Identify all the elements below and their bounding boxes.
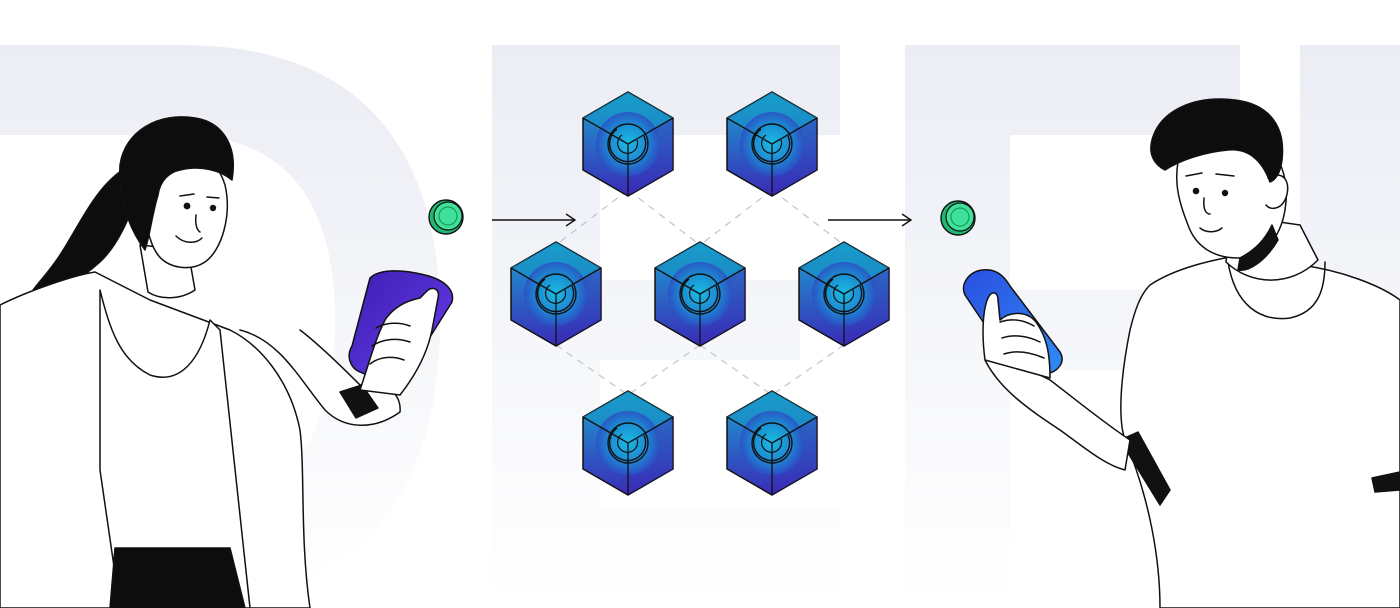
man-hair: [1150, 98, 1284, 183]
arrow-right-icon: [828, 213, 913, 227]
man-shirt: [1120, 254, 1400, 608]
arrow-right-icon: [492, 213, 577, 227]
background-letter-d: [0, 45, 440, 600]
man-receiver: [962, 98, 1400, 608]
green-coin-icon: [940, 200, 976, 236]
network-links: [555, 189, 845, 396]
background-letter-f: [905, 45, 1240, 600]
blockchain-cube-icon: [726, 390, 818, 496]
green-coin-icon: [428, 199, 464, 235]
woman-sender: [0, 116, 454, 608]
blockchain-cube-icon: [798, 241, 890, 347]
woman-hand: [359, 287, 440, 396]
woman-pants: [109, 547, 246, 608]
woman-hair: [119, 116, 234, 251]
